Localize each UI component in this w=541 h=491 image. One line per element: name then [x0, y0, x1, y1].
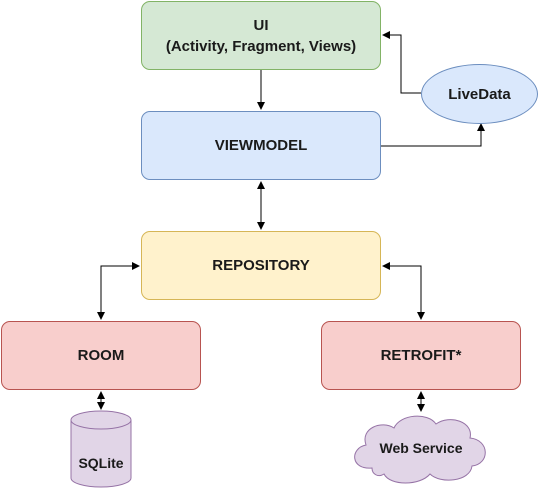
room-label: ROOM: [77, 347, 125, 364]
room-node: ROOM: [1, 321, 201, 390]
ui-node-subtitle: (Activity, Fragment, Views): [165, 37, 357, 55]
webservice-cloud: [354, 415, 486, 484]
viewmodel-node: VIEWMODEL: [141, 111, 381, 180]
repository-node: REPOSITORY: [141, 231, 381, 300]
ui-node-title: UI: [253, 16, 269, 34]
sqlite-label: SQLite: [78, 455, 124, 471]
retrofit-node: RETROFIT*: [321, 321, 521, 390]
edge-viewmodel-livedata: [381, 123, 485, 147]
edge-room-repository: [97, 262, 140, 320]
livedata-label: LiveData: [448, 85, 511, 103]
ui-node: UI (Activity, Fragment, Views): [141, 1, 381, 70]
sqlite-cylinder: [70, 410, 132, 488]
livedata-node: LiveData: [421, 64, 538, 124]
edge-retrofit-repository: [382, 262, 425, 320]
viewmodel-label: VIEWMODEL: [214, 137, 308, 154]
edge-livedata-ui: [382, 31, 421, 94]
webservice-label: Web Service: [379, 440, 463, 456]
retrofit-label: RETROFIT*: [380, 347, 462, 364]
repository-label: REPOSITORY: [212, 257, 310, 274]
